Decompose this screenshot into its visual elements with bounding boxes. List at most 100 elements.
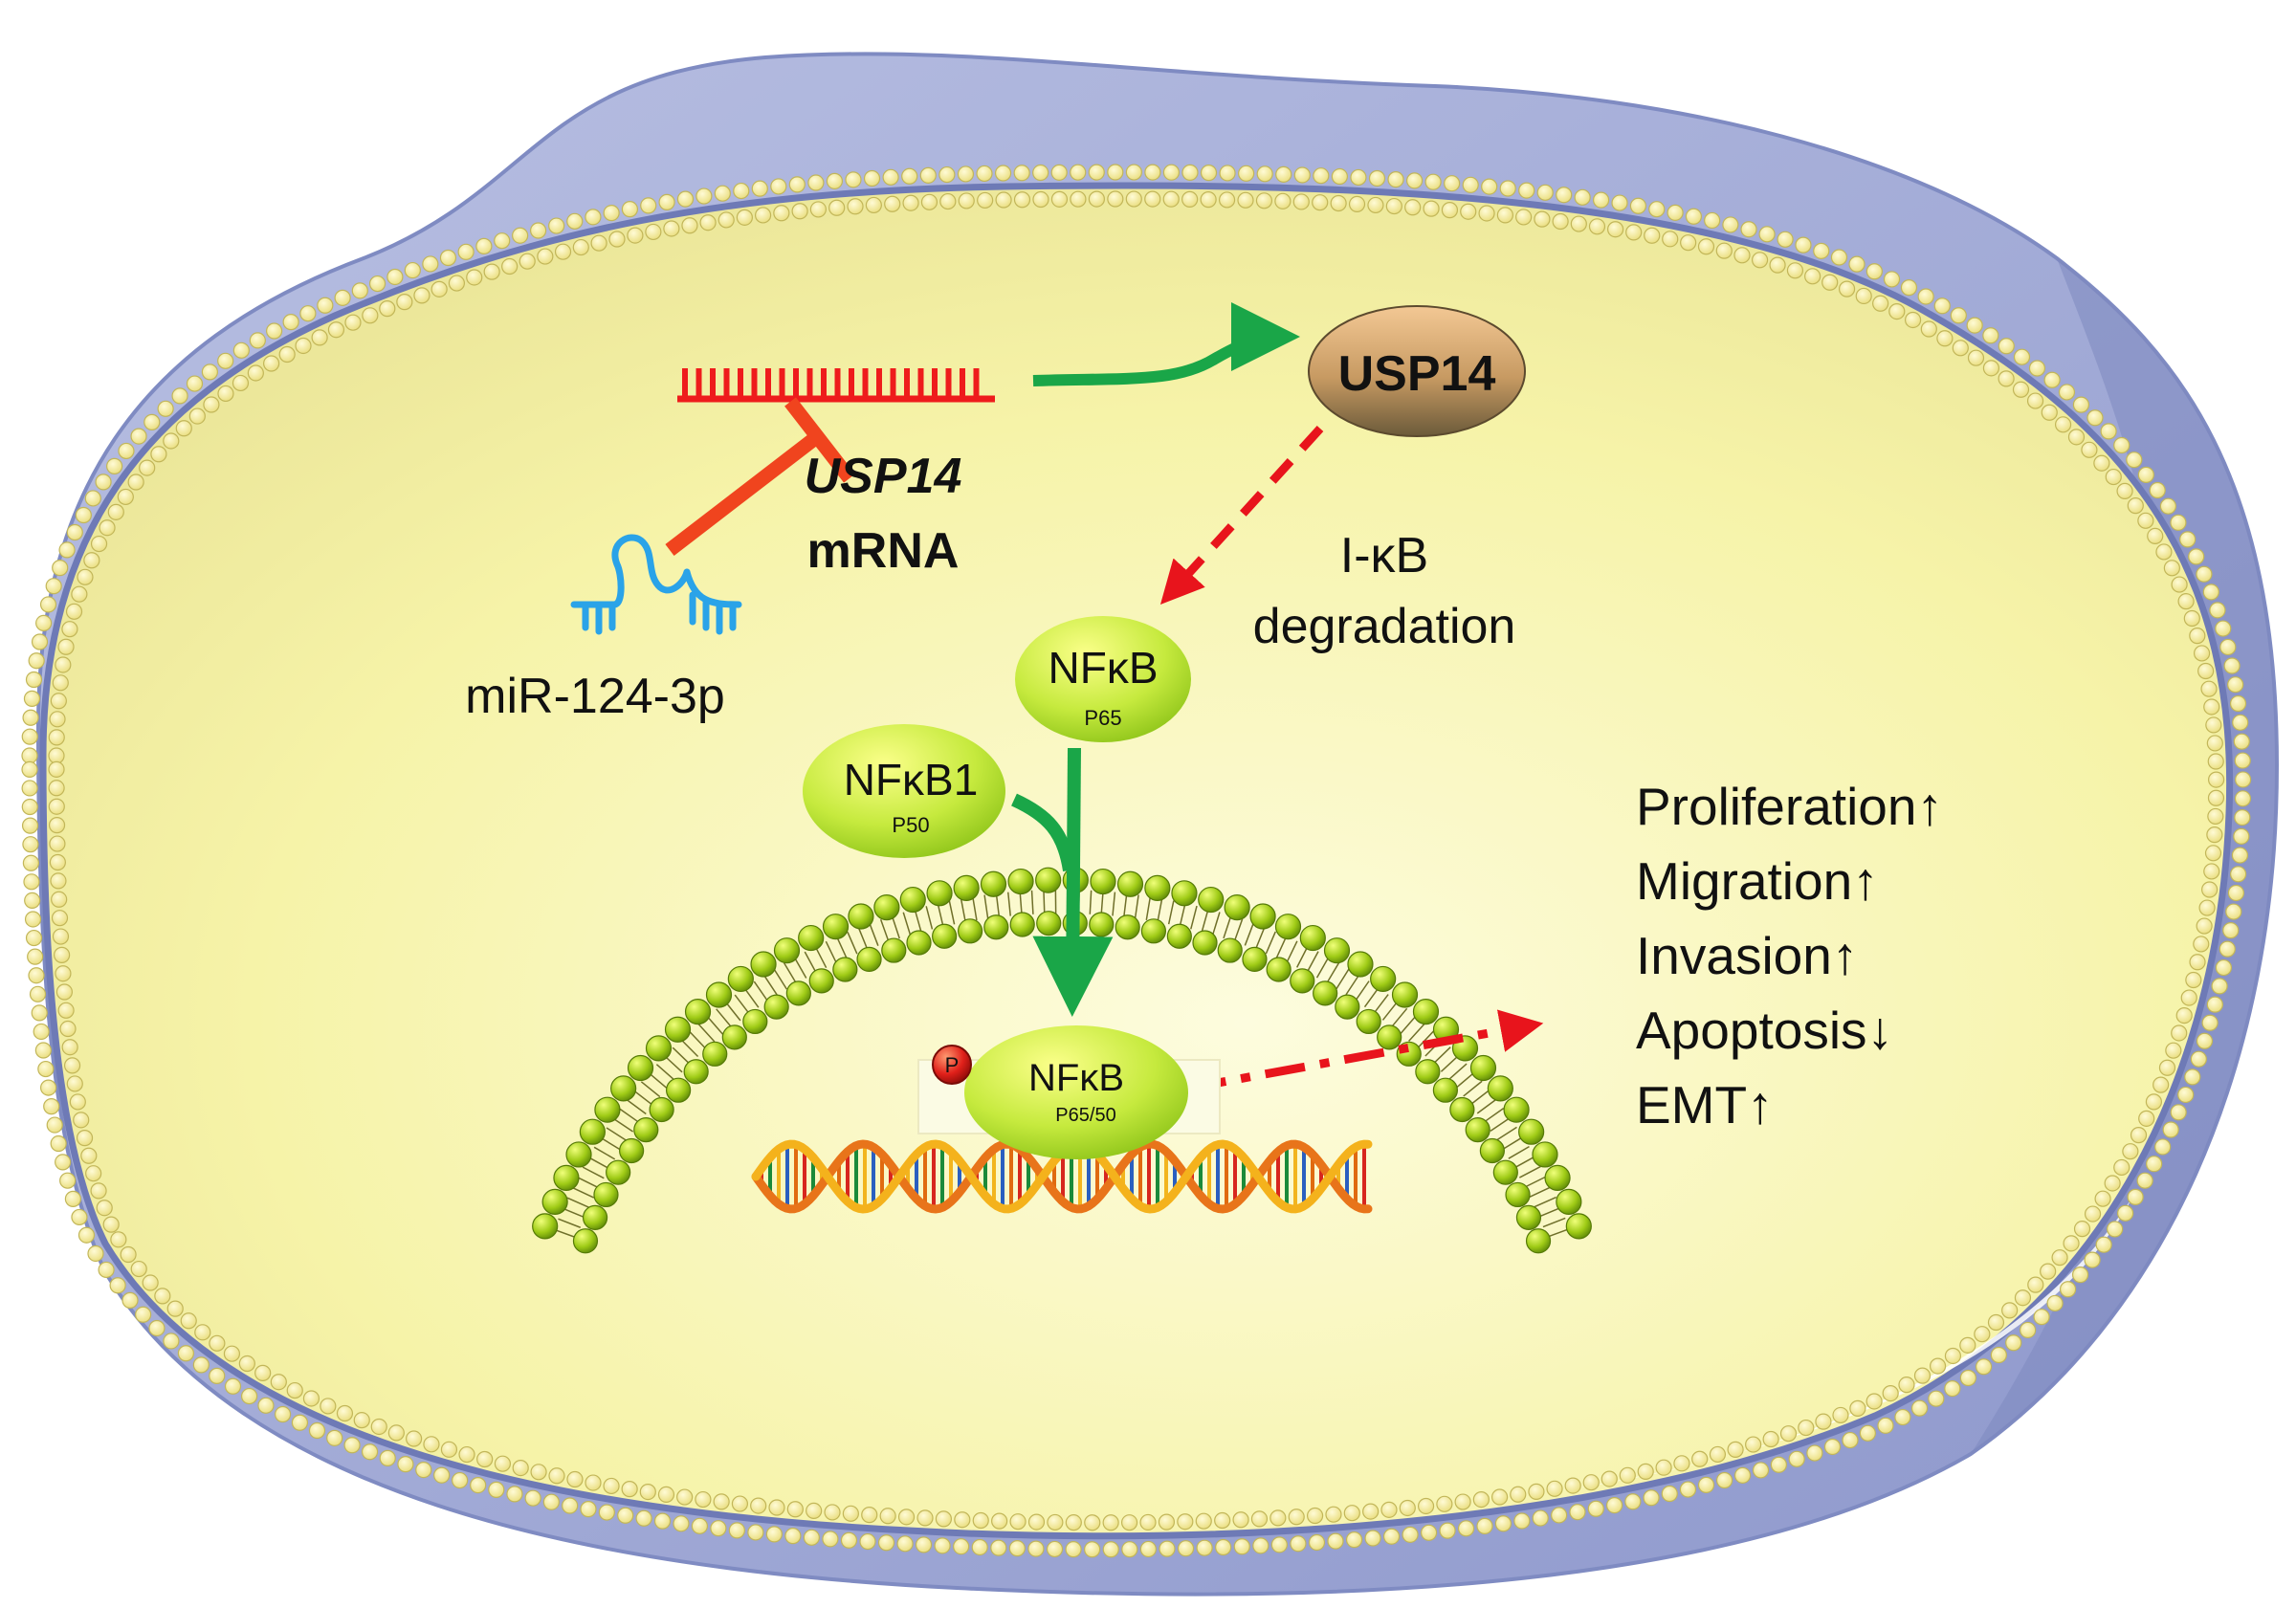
nuclear-bead [1166, 923, 1192, 949]
nuclear-bead [1465, 1117, 1490, 1143]
membrane-bead [63, 1057, 81, 1074]
membrane-bead [2215, 958, 2233, 977]
membrane-bead [1685, 208, 1703, 225]
membrane-bead [530, 1464, 547, 1481]
membrane-bead [1601, 1470, 1618, 1487]
membrane-bead [1088, 190, 1105, 208]
lipid-tail [1447, 1063, 1468, 1081]
membrane-bead [368, 275, 386, 293]
membrane-bead [1877, 1417, 1894, 1434]
membrane-bead [52, 560, 69, 577]
membrane-bead [1588, 218, 1606, 235]
nuclear-bead [1274, 914, 1302, 940]
membrane-bead [2204, 845, 2222, 862]
membrane-bead [1331, 167, 1348, 186]
lipid-tail [680, 1039, 699, 1058]
membrane-bead [1733, 247, 1751, 264]
membrane-bead [483, 263, 500, 280]
membrane-bead [71, 1208, 88, 1226]
nuclear-bead [1518, 1118, 1545, 1145]
membrane-bead [361, 1443, 379, 1461]
membrane-bead [1648, 201, 1666, 218]
lipid-tail [1391, 1007, 1408, 1028]
membrane-bead [733, 182, 750, 200]
membrane-bead [1478, 205, 1495, 222]
membrane-bead [2001, 1302, 2019, 1319]
lipid-tail [612, 1117, 634, 1133]
membrane-bead [48, 760, 65, 778]
degradation-label: degradation [1253, 599, 1516, 654]
lipid-tail [1286, 940, 1298, 963]
membrane-bead [1859, 1424, 1876, 1442]
membrane-bead [2227, 884, 2245, 902]
membrane-bead [2203, 698, 2220, 716]
membrane-bead [1027, 1540, 1045, 1557]
membrane-bead [897, 1509, 916, 1526]
membrane-bead [1619, 1466, 1636, 1484]
membrane-bead [299, 305, 317, 322]
membrane-bead [2196, 565, 2213, 583]
lipid-tail [743, 987, 760, 1008]
nuclear-bead [1449, 1096, 1475, 1123]
nuclear-bead [1198, 886, 1225, 914]
membrane-bead [109, 1277, 126, 1294]
membrane-bead [351, 282, 368, 299]
membrane-bead [826, 172, 844, 189]
membrane-bead [54, 946, 71, 963]
lipid-tail [558, 1218, 582, 1228]
membrane-bead [537, 248, 554, 265]
membrane-bead [39, 1079, 57, 1096]
nuclear-bead [1356, 1008, 1381, 1035]
membrane-bead [627, 227, 644, 244]
membrane-bead [603, 205, 620, 222]
membrane-bead [1462, 176, 1479, 193]
membrane-bead [1569, 1504, 1586, 1521]
lipid-tail [1345, 974, 1360, 996]
lipid-tail [1490, 1116, 1512, 1133]
membrane-bead [1457, 1520, 1475, 1537]
membrane-bead [791, 203, 808, 220]
outcome-arrow [1185, 1009, 1544, 1093]
dna-strand [751, 1139, 1373, 1214]
membrane-bead [1219, 165, 1236, 182]
membrane-bead [1121, 1541, 1138, 1558]
membrane-bead [524, 1489, 541, 1507]
membrane-bead [1293, 166, 1311, 184]
lipid-tail [879, 918, 890, 943]
membrane-bead [1345, 1531, 1363, 1549]
membrane-bead [699, 214, 717, 231]
nuclear-bead [1007, 868, 1034, 895]
membrane-bead [1162, 190, 1180, 208]
membrane-bead [203, 396, 220, 413]
membrane-bead [824, 1504, 841, 1521]
membrane-bead [1439, 1522, 1456, 1539]
membrane-bead [2180, 989, 2197, 1006]
lipid-tail [600, 1136, 622, 1151]
membrane-bead [1740, 221, 1757, 238]
membrane-bead [768, 1499, 785, 1516]
membrane-bead [21, 728, 38, 745]
lipid-tail [1455, 1071, 1475, 1089]
membrane-bead [2086, 409, 2104, 427]
membrane-bead [1821, 274, 1839, 291]
membrane-bead [379, 300, 396, 318]
membrane-bead [154, 1288, 171, 1305]
membrane-bead [2122, 1143, 2139, 1160]
membrane-bead [1762, 1430, 1779, 1448]
membrane-bead [370, 1418, 387, 1436]
membrane-bead [2175, 1006, 2193, 1024]
membrane-bead [2196, 917, 2213, 935]
lipid-tail [626, 1099, 647, 1115]
membrane-bead [1046, 1540, 1064, 1558]
lipid-tail [762, 975, 779, 996]
nuclear-bead [1525, 1228, 1552, 1254]
nuclear-bead [633, 1117, 659, 1143]
membrane-bead [118, 442, 135, 460]
lipid-tail [1306, 951, 1319, 973]
lipid-tail [1524, 1176, 1547, 1188]
membrane-bead [585, 209, 602, 226]
membrane-bead [2027, 1276, 2044, 1293]
membrane-bead [1460, 203, 1477, 220]
membrane-bead [2215, 620, 2232, 637]
membrane-bead [566, 212, 584, 230]
